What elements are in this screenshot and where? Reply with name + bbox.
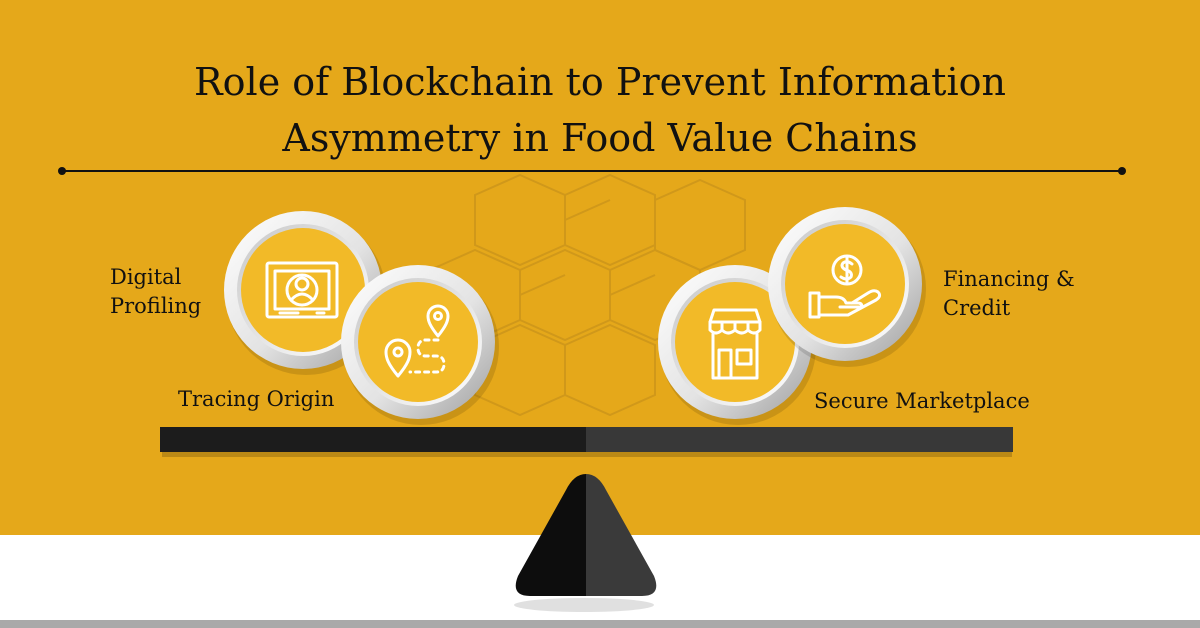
bottom-strip (0, 620, 1200, 628)
coin-hand-icon (808, 254, 882, 319)
label-secure-marketplace: Secure Marketplace (814, 387, 1030, 416)
label-line: Tracing Origin (178, 387, 335, 411)
title-divider (58, 167, 1126, 175)
title-line-1: Role of Blockchain to Prevent Informatio… (194, 60, 1006, 104)
label-line: Digital (110, 265, 182, 289)
label-line: Secure Marketplace (814, 389, 1030, 413)
fulcrum (514, 474, 657, 612)
label-line: Financing & (943, 267, 1075, 291)
route-pins-icon (384, 304, 450, 378)
storefront-icon (708, 308, 762, 380)
label-line: Profiling (110, 294, 202, 318)
page-title: Role of Blockchain to Prevent Informatio… (100, 54, 1100, 166)
profile-card-icon (265, 261, 339, 319)
label-financing-credit: Financing & Credit (943, 265, 1075, 323)
balance-beam (160, 427, 1013, 457)
label-tracing-origin: Tracing Origin (178, 385, 334, 414)
title-line-2: Asymmetry in Food Value Chains (282, 116, 918, 160)
label-line: Credit (943, 296, 1011, 320)
tracing-origin-circle (341, 265, 499, 425)
label-digital-profiling: Digital Profiling (110, 263, 201, 321)
